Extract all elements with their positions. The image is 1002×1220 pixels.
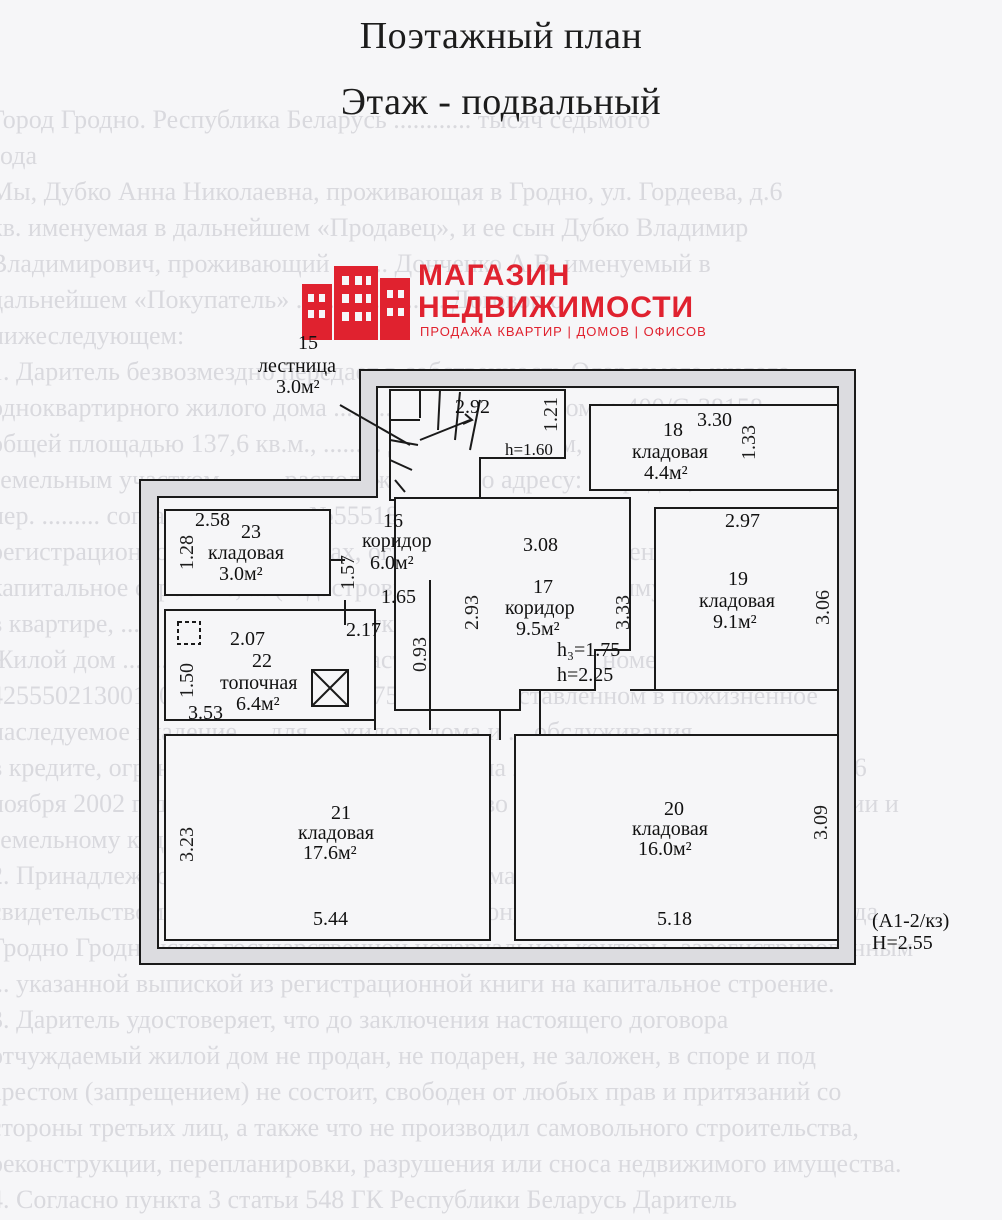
room-15-number: 15 xyxy=(298,332,318,354)
room-19-area: 9.1м² xyxy=(713,611,757,633)
dim-label: 5.44 xyxy=(313,908,348,930)
background-text-line: ... указанной выпиской из регистрационно… xyxy=(0,969,835,998)
room-19-number: 19 xyxy=(728,568,748,590)
background-text-line: Мы, Дубко Анна Николаевна, проживающая в… xyxy=(0,177,783,206)
dim-label: 1.33 xyxy=(738,425,760,460)
dim-label: 1.65 xyxy=(381,586,416,608)
room-19 xyxy=(654,507,839,691)
dim-label: 3.06 xyxy=(812,590,834,625)
dim-label: 3.09 xyxy=(810,805,832,840)
dim-label: 2.17 xyxy=(346,619,381,641)
room-23 xyxy=(164,509,331,596)
room-23-area: 3.0м² xyxy=(219,563,263,585)
dim-label: 1.21 xyxy=(540,397,562,432)
room-21-number: 21 xyxy=(331,802,351,824)
stair-arrow xyxy=(419,419,471,441)
room-18-name: кладовая xyxy=(632,441,709,463)
background-text-line: нижеследующем: xyxy=(0,321,185,350)
logo-line-1: МАГАЗИН xyxy=(418,259,571,292)
ceiling-height: H=2.55 xyxy=(872,932,933,954)
dim-label: 3.30 xyxy=(697,409,732,431)
room-22-name: топочная xyxy=(220,672,298,694)
logo-building-icon xyxy=(302,266,410,340)
room-20-number: 20 xyxy=(664,798,684,820)
floor-subtitle: Этаж - подвальный xyxy=(340,81,662,123)
room-17-name: коридор xyxy=(505,597,575,619)
room-22-area: 6.4м² xyxy=(236,693,280,715)
background-text-line: Город Гродно. Республика Беларусь ......… xyxy=(0,105,651,134)
background-text-line: арестом (запрещением) не состоит, свобод… xyxy=(0,1077,842,1106)
room-19-name: кладовая xyxy=(699,590,776,612)
dim-label: h=1.60 xyxy=(505,440,553,459)
stair-leader xyxy=(339,404,411,446)
room-22-number: 22 xyxy=(252,650,272,672)
dim-label: 0.93 xyxy=(409,637,431,672)
dim-label: 2.07 xyxy=(230,628,265,650)
room-21 xyxy=(164,734,491,941)
page-title: Поэтажный план xyxy=(359,15,643,57)
dim-label: 2.93 xyxy=(461,595,483,630)
background-text-line: дальнейшем «Покупатель» ................… xyxy=(0,285,564,314)
background-text-line: стороны третьих лиц, а также что не прои… xyxy=(0,1113,859,1142)
room-23-number: 23 xyxy=(241,521,261,543)
outer-wall xyxy=(139,369,856,965)
room-21-area: 17.6м² xyxy=(303,842,357,864)
logo-line-2: НЕДВИЖИМОСТИ xyxy=(418,291,695,324)
dim-label: 3.53 xyxy=(188,702,223,724)
room-17-number: 17 xyxy=(533,576,553,598)
room-17-area: 9.5м² xyxy=(516,618,560,640)
room-23-name: кладовая xyxy=(208,542,285,564)
room-16-area: 6.0м² xyxy=(370,552,414,574)
background-text-line: реконструкции, перепланировки, разрушени… xyxy=(0,1149,902,1178)
vent-box xyxy=(177,621,201,645)
dim-label: h₃=1.75 xyxy=(557,639,621,661)
dim-label: 2.92 xyxy=(455,396,490,418)
logo-tagline: ПРОДАЖА КВАРТИР | ДОМОВ | ОФИСОВ xyxy=(420,324,707,339)
plan-code: (А1-2/кз) xyxy=(872,910,950,932)
dim-label: 3.23 xyxy=(176,827,198,862)
room-16-17-corridor xyxy=(394,497,631,711)
room-15-area: 3.0м² xyxy=(276,376,320,398)
room-20-area: 16.0м² xyxy=(638,838,692,860)
logo-name: МАГАЗИН НЕДВИЖИМОСТИ xyxy=(418,260,694,324)
dim-label: 5.18 xyxy=(657,908,692,930)
room-15-name: лестница xyxy=(258,355,336,377)
room-18-area: 4.4м² xyxy=(644,462,688,484)
room-21-name: кладовая xyxy=(298,822,375,844)
room-16-name: коридор xyxy=(362,530,432,552)
dim-label: 3.08 xyxy=(523,534,558,556)
background-text-line: отчуждаемый жилой дом не продан, не пода… xyxy=(0,1041,816,1070)
room-16-number: 16 xyxy=(383,510,403,532)
background-text-line: кв. именуемая в дальнейшем «Продавец», и… xyxy=(0,213,749,242)
background-text-line: года xyxy=(0,141,38,170)
dim-label: 2.97 xyxy=(725,510,760,532)
dim-label: 1.28 xyxy=(176,535,198,570)
logo: МАГАЗИН НЕДВИЖИМОСТИ ПРОДАЖА КВАРТИР | Д… xyxy=(300,258,710,344)
room-18 xyxy=(589,404,839,491)
dim-label: h=2.25 xyxy=(557,664,614,686)
dim-label: 2.58 xyxy=(195,509,230,531)
room-20-name: кладовая xyxy=(632,818,709,840)
dim-label: 3.33 xyxy=(612,595,634,630)
room-20 xyxy=(514,734,839,941)
room-18-number: 18 xyxy=(663,419,683,441)
background-text-line: 3. Даритель удостоверяет, что до заключе… xyxy=(0,1005,729,1034)
dim-label: 1.57 xyxy=(337,555,359,590)
boiler-symbol xyxy=(311,669,349,707)
dim-label: 1.50 xyxy=(176,663,198,698)
room-15-stair xyxy=(389,389,566,501)
